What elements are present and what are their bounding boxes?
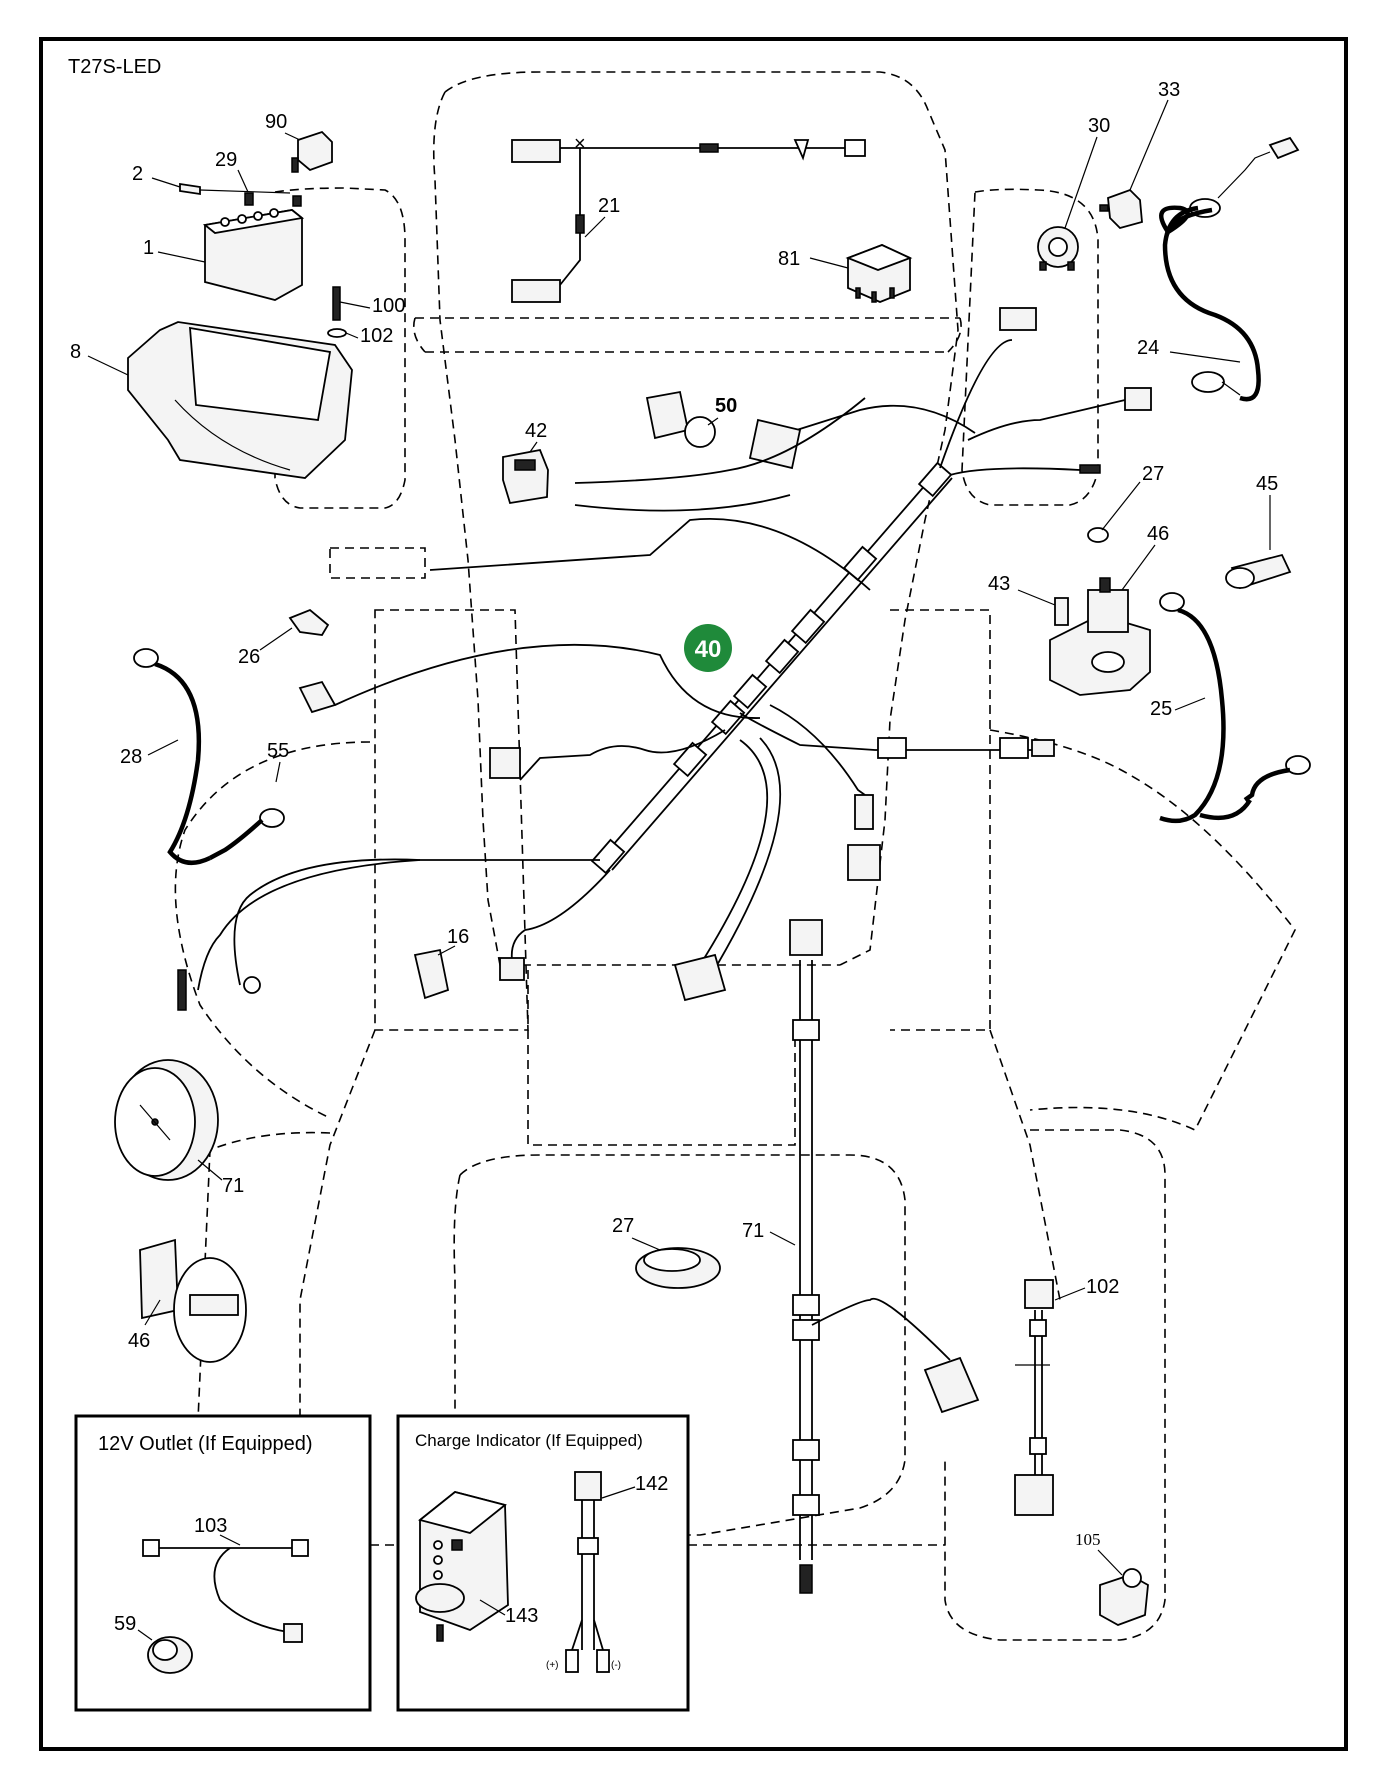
callout-50: 50 (715, 395, 737, 417)
svg-text:46: 46 (128, 1330, 150, 1352)
callout-29: 27 (612, 1215, 634, 1237)
callout-55: 55 (267, 740, 289, 762)
charge-indicator-box: Charge Indicator (If Equipped) 143 (+) (… (396, 1414, 690, 1712)
callout-143: 143 (505, 1605, 538, 1627)
switch-50 (645, 390, 690, 440)
callout-27-right: 27 (1142, 463, 1164, 485)
charge-box-title: Charge Indicator (If Equipped) (415, 1431, 643, 1450)
washer-100 (327, 328, 347, 338)
callout-30: 30 (1088, 115, 1110, 137)
callout-40-highlight (684, 624, 732, 672)
callout-27-top: 29 (215, 149, 237, 171)
relay-81 (845, 244, 913, 303)
outlet-box: 12V Outlet (If Equipped) 103 59 (74, 1414, 372, 1712)
callout-1: 1 (143, 237, 154, 259)
terminal-bolt (179, 182, 201, 196)
fuse-26 (288, 608, 330, 636)
pto-switch-34 (502, 448, 549, 505)
callout-24: 24 (1137, 337, 1159, 359)
callout-41: 43 (988, 573, 1010, 595)
callout-28: 28 (120, 746, 142, 768)
callout-90: 90 (265, 111, 287, 133)
outlet-box-title: 12V Outlet (If Equipped) (98, 1433, 313, 1455)
callout-2: 2 (132, 163, 143, 185)
callout-40: 40 (695, 636, 722, 663)
harness-102 (1014, 1279, 1054, 1516)
callout-100: 102 (360, 325, 393, 347)
callout-59: 59 (114, 1613, 136, 1635)
connector-16 (413, 948, 450, 1000)
cable-cover-90 (297, 130, 333, 172)
minus-label: (-) (611, 1660, 621, 1671)
svg-text:×: × (574, 133, 586, 155)
callout-25: 25 (1150, 698, 1172, 720)
callout-142: 142 (635, 1473, 668, 1495)
diagram-frame (39, 37, 1348, 1751)
svg-text:102: 102 (1086, 1276, 1119, 1298)
switches (288, 390, 1149, 1626)
callout-33: 33 (1158, 79, 1180, 101)
callout-8: 8 (70, 341, 81, 363)
callout-16: 16 (447, 926, 469, 948)
harness-21: × (511, 133, 866, 303)
tray-bolt-99 (332, 286, 341, 321)
harness-71 (789, 919, 980, 1594)
callout-81: 81 (778, 248, 800, 270)
ignition-switch (1037, 188, 1143, 271)
plus-label: (+) (546, 1660, 559, 1671)
callout-34: 42 (525, 420, 547, 442)
solenoid-assembly (1049, 527, 1292, 696)
callout-103: 103 (194, 1515, 227, 1537)
callout-105: 105 (1075, 1530, 1101, 1549)
callout-21: 21 (598, 195, 620, 217)
main-harness-40: 40 (177, 307, 1152, 1011)
battery-assembly (127, 130, 353, 479)
callout-labels: 90 29 2 1 8 100 102 21 81 30 33 24 27 45… (70, 79, 1278, 1576)
svg-text:71: 71 (742, 1220, 764, 1242)
callout-42: 45 (1256, 473, 1278, 495)
battery-cables (133, 136, 1311, 866)
callout-26: 26 (238, 646, 260, 668)
diagram-title: T27S-LED (68, 56, 161, 78)
callout-43: 46 (1147, 523, 1169, 545)
tractor-outline (174, 71, 1296, 1641)
gauges (114, 1059, 247, 1363)
callout-45: 71 (222, 1175, 244, 1197)
callout-99: 100 (372, 295, 405, 317)
